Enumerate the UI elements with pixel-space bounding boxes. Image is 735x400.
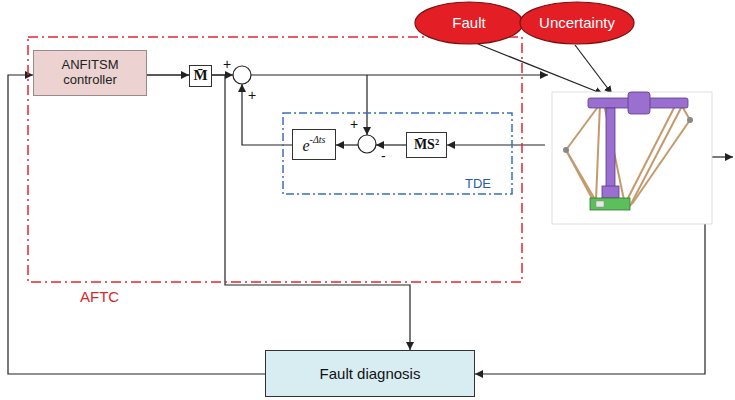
model-box: M̄S² [406,132,447,158]
math-exponent: -Δts [310,134,326,145]
signal-connector [8,75,265,374]
disturbance-ellipse: Uncertainty [519,1,635,45]
disturbance-arrow [478,44,603,94]
disturbance-ellipse: Fault [414,1,524,45]
output-wire [712,156,733,157]
block-label: ANFITSM controller [34,58,146,88]
math-base: e [303,137,310,154]
process-box: Fault diagnosis [265,350,475,397]
signal-wire [376,144,406,145]
gain-box: M̄ [189,65,212,87]
signal-wire [336,144,358,145]
signal-wire [447,144,545,145]
region-label: TDE [465,177,491,192]
ellipse-label: Uncertainty [539,14,615,31]
block-label: M̄S² [414,137,439,153]
signal-wire [366,75,367,135]
signal-wire [242,84,292,145]
delta-robot [552,92,712,224]
disturbance-arrow [575,45,612,94]
delay-box: e-Δts [292,129,336,160]
signal-wire [251,74,548,75]
sign-label: + [248,88,256,102]
aftc-region: AFTCANFITSM controllerM̄TDEe-ΔtsM̄S² [27,36,523,283]
sign-label: + [350,117,358,131]
summing-junction [233,66,251,84]
region-label: AFTC [80,288,119,305]
block-label: M̄ [193,67,207,84]
sign-label: - [381,149,386,163]
controller-box: ANFITSM controller [33,50,147,96]
ellipse-label: Fault [452,14,485,31]
tde-region: TDE e-Δts M̄S² [282,112,513,195]
summing-junction [358,135,376,153]
math-expression: e-Δts [303,134,326,155]
block-label: Fault diagnosis [320,365,421,382]
signal-connector [147,75,410,350]
sign-label: + [223,57,231,71]
